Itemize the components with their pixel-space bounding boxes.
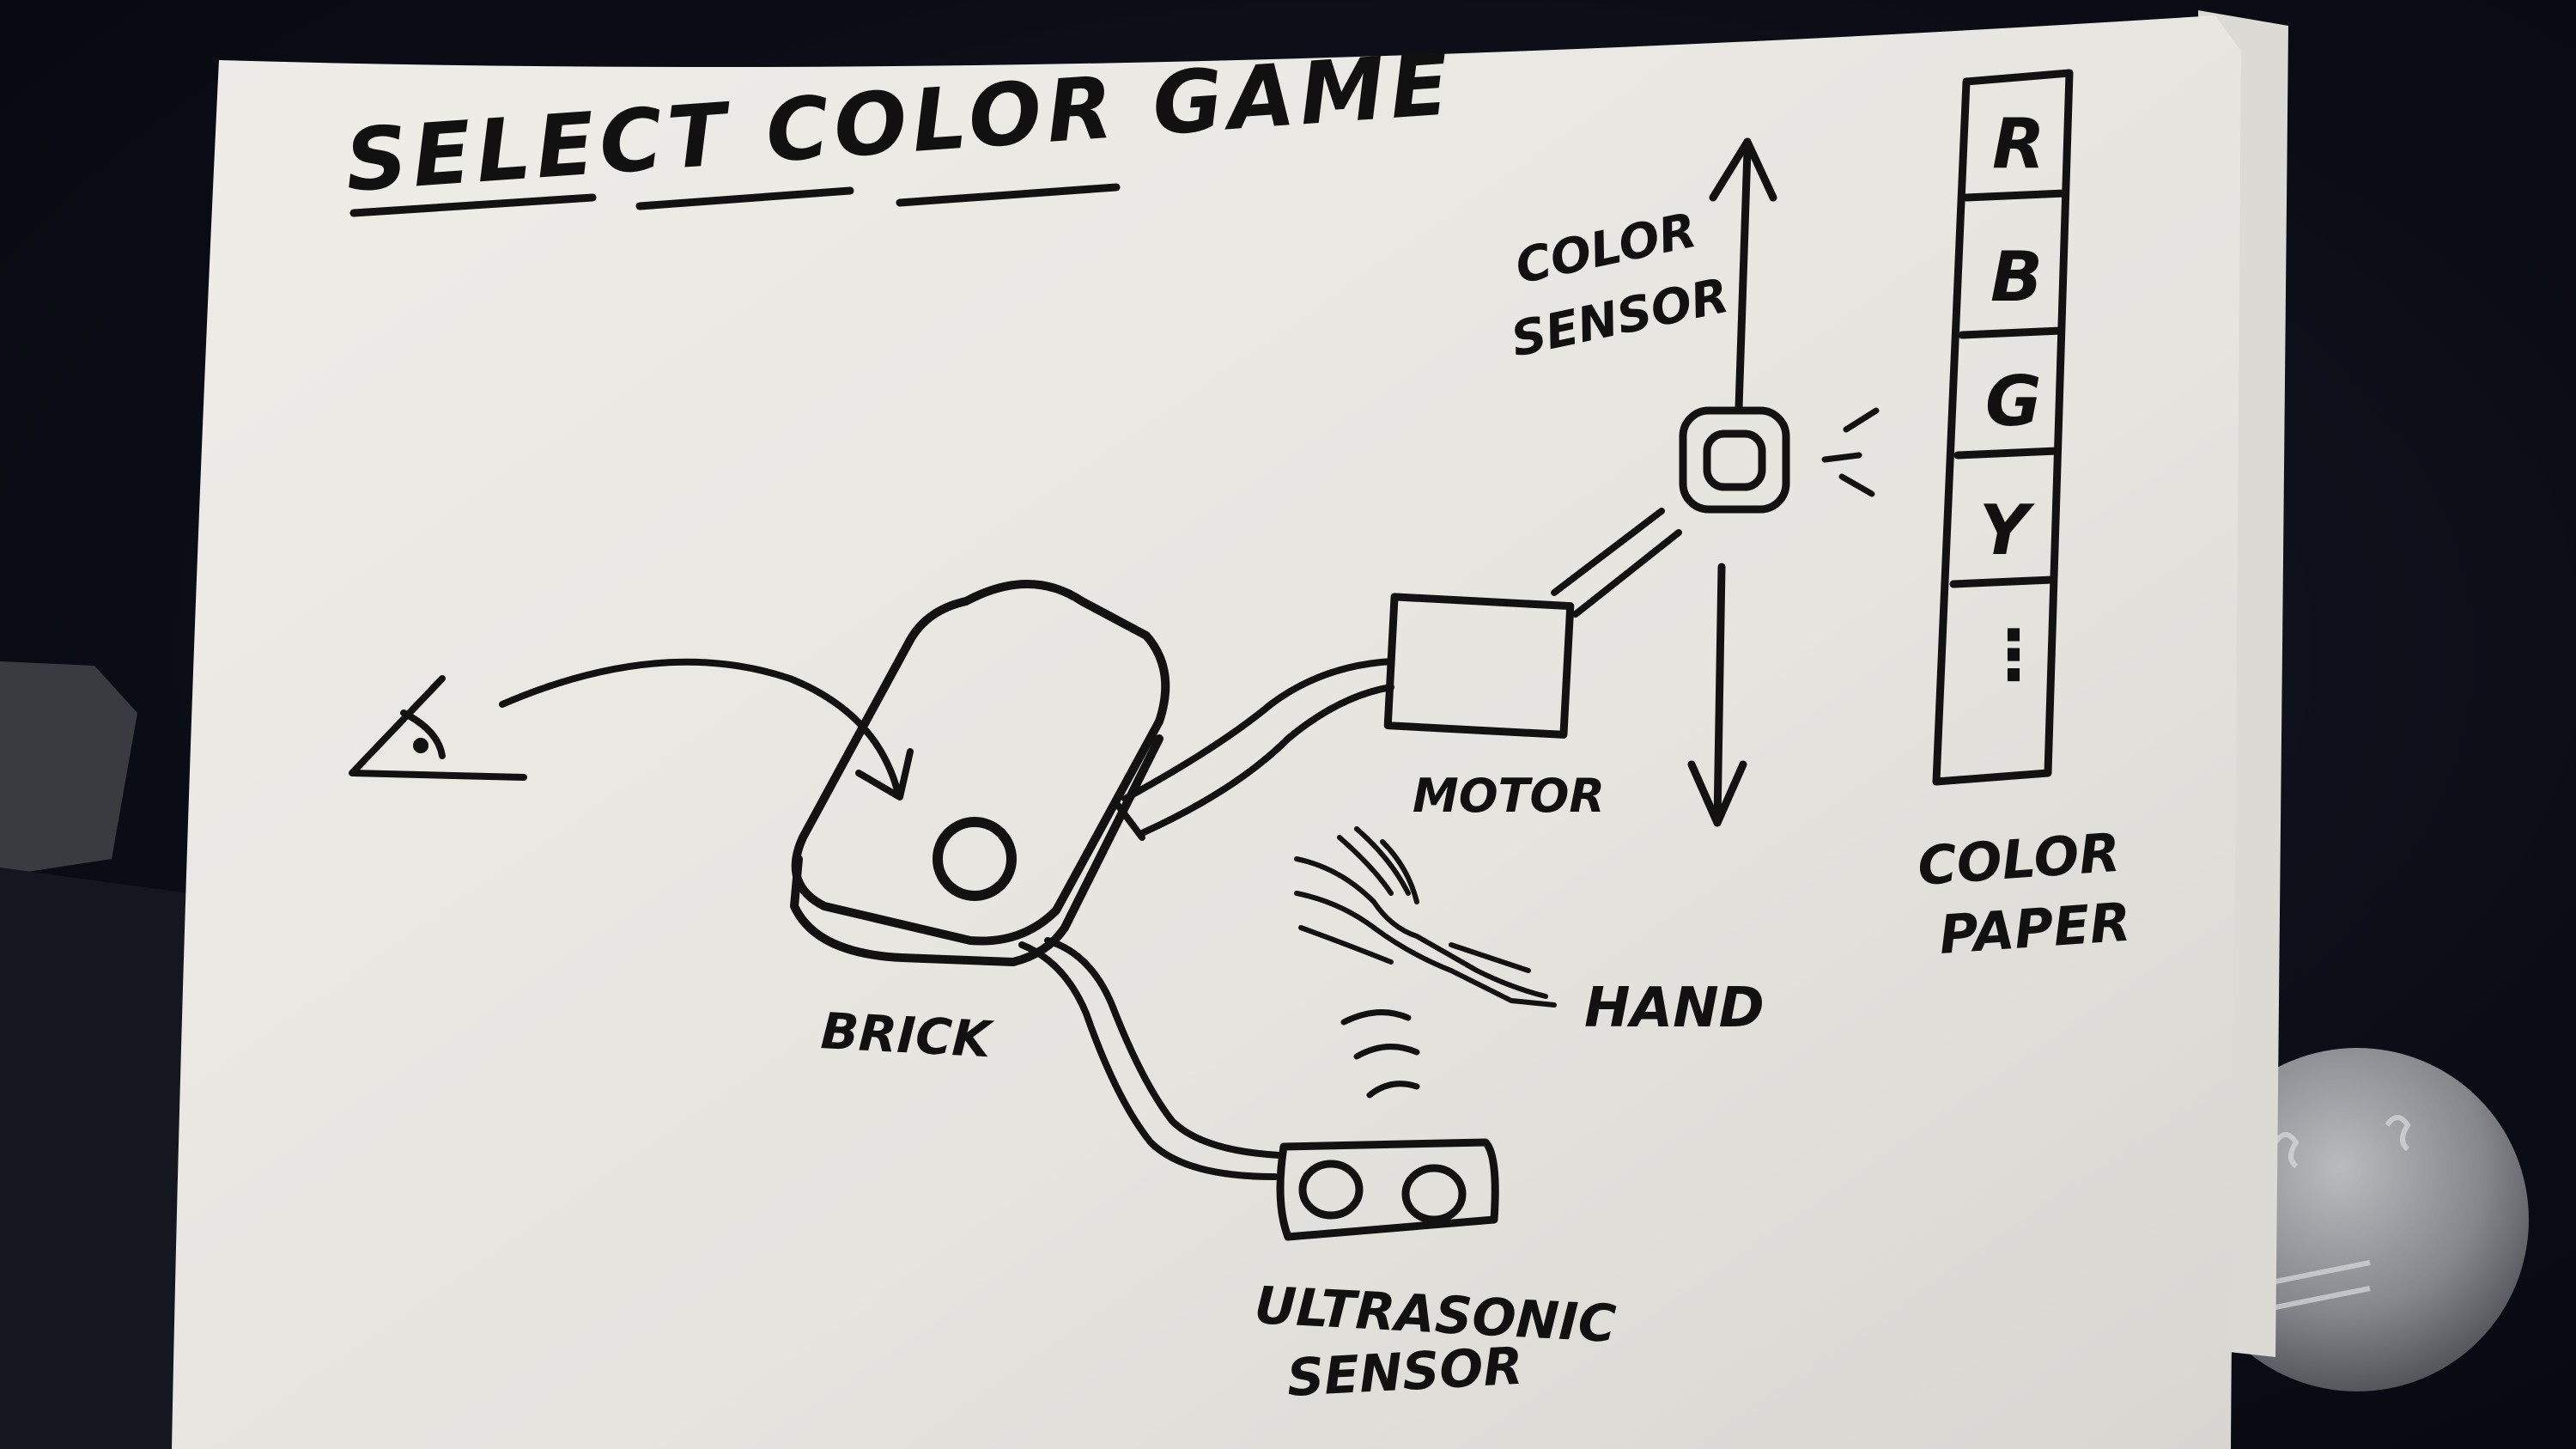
cable-brick-ultrasonic xyxy=(1018,937,1283,1180)
title-underlines xyxy=(349,183,1121,217)
paper-sheet xyxy=(172,15,2241,1449)
move-down-arrow-icon xyxy=(1687,563,1747,827)
fabric-flap xyxy=(0,661,137,876)
strip-cell-r: R xyxy=(1992,104,2045,184)
strip-cell-more: ⋮ xyxy=(1979,615,2048,695)
color-paper-strip xyxy=(1932,69,2074,786)
strip-cell-y: Y xyxy=(1979,490,2035,570)
label-ultrasonic-line2: SENSOR xyxy=(1285,1336,1524,1409)
strip-cell-b: B xyxy=(1990,237,2043,317)
ultrasonic-waves-icon xyxy=(1340,1009,1420,1099)
label-brick: BRICK xyxy=(819,1002,995,1068)
label-color-paper-line2: PAPER xyxy=(1937,891,2133,966)
motor-drawing xyxy=(1383,593,1575,739)
view-arrow xyxy=(499,658,914,801)
label-motor: MOTOR xyxy=(1413,769,1605,823)
label-hand: HAND xyxy=(1584,977,1765,1040)
color-sensor-drawing xyxy=(1679,406,1790,514)
cable-motor-sensor xyxy=(1551,508,1682,618)
move-up-arrow-icon xyxy=(1709,137,1777,412)
label-color-paper-line1: COLOR xyxy=(1916,821,2122,898)
ultrasonic-sensor-drawing xyxy=(1276,1138,1499,1241)
dark-cushion xyxy=(0,868,206,1449)
strip-cell-g: G xyxy=(1985,362,2042,441)
sensor-light-rays-icon xyxy=(1821,407,1880,497)
eye-icon xyxy=(349,675,527,781)
hand-drawing xyxy=(1294,826,1557,1008)
cable-brick-motor xyxy=(1113,658,1394,841)
